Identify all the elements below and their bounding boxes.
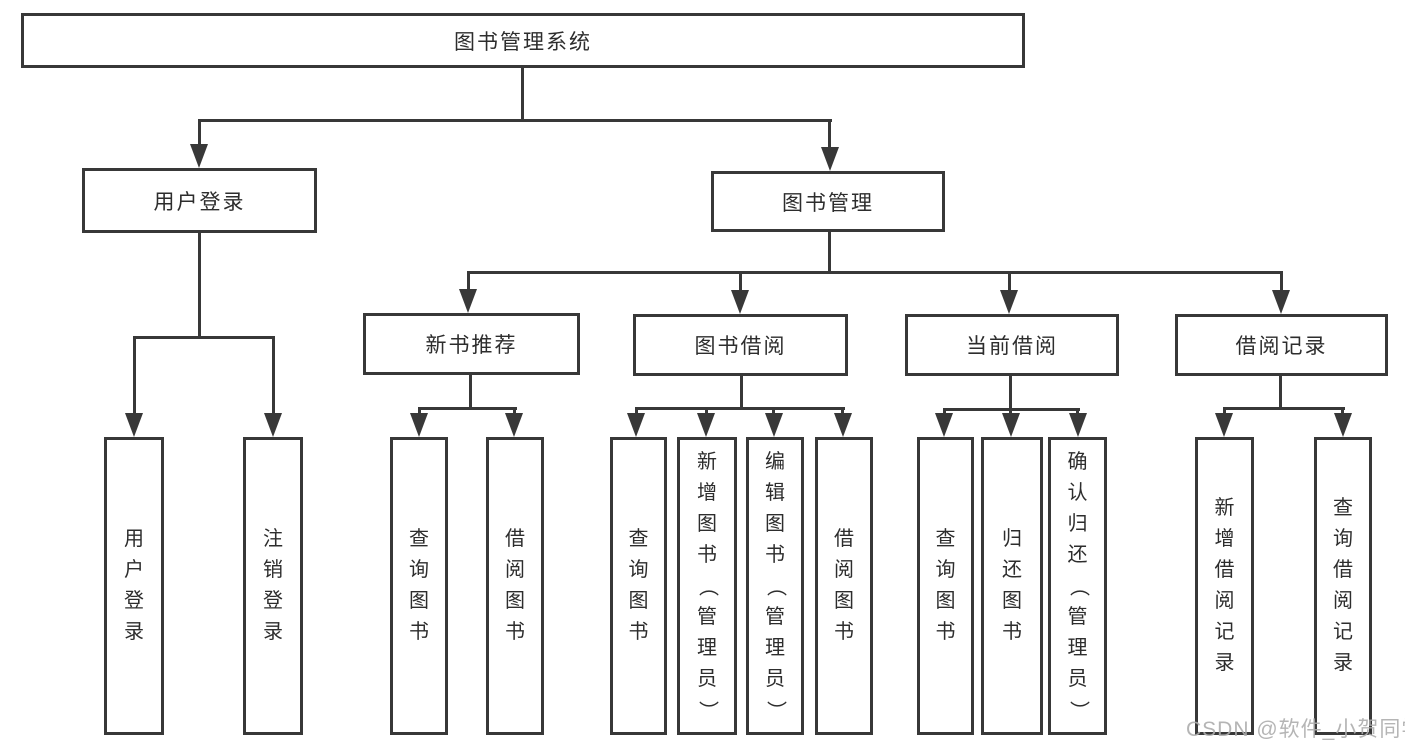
leaf-logout-label: 注销登录 xyxy=(263,528,283,643)
arrowhead-icon xyxy=(190,144,208,168)
node-new-book-recommend-label: 新书推荐 xyxy=(425,334,518,357)
leaf-borrow-books-borrow: 借阅图书 xyxy=(815,437,873,735)
node-new-book-recommend: 新书推荐 xyxy=(363,313,580,375)
connector xyxy=(467,271,470,291)
arrowhead-icon xyxy=(1272,290,1290,314)
connector xyxy=(133,336,136,416)
leaf-query-books-current: 查询图书 xyxy=(917,437,974,735)
arrowhead-icon xyxy=(410,413,428,437)
connector xyxy=(1223,407,1345,410)
leaf-query-books-borrow-label: 查询图书 xyxy=(628,528,649,643)
leaf-add-book-admin: 新增图书（管理员） xyxy=(677,437,737,735)
node-borrow-records-label: 借阅记录 xyxy=(1235,335,1328,358)
connector xyxy=(943,408,946,417)
node-root: 图书管理系统 xyxy=(21,13,1025,68)
node-borrow-records: 借阅记录 xyxy=(1175,314,1388,376)
connector xyxy=(635,407,845,410)
arrowhead-icon xyxy=(1000,290,1018,314)
leaf-borrow-books-recommend: 借阅图书 xyxy=(486,437,544,735)
leaf-edit-book-admin-label: 编辑图书（管理员） xyxy=(764,450,787,721)
leaf-user-login: 用户登录 xyxy=(104,437,164,735)
leaf-add-book-admin-label: 新增图书（管理员） xyxy=(696,450,719,721)
watermark: CSDN @软件_小贺同学 xyxy=(1186,718,1405,741)
node-current-borrow: 当前借阅 xyxy=(905,314,1119,376)
arrowhead-icon xyxy=(459,289,477,313)
leaf-confirm-return-admin-label: 确认归还（管理员） xyxy=(1067,450,1089,721)
node-user-login-label: 用户登录 xyxy=(153,190,246,214)
connector xyxy=(828,232,831,274)
arrowhead-icon xyxy=(935,413,953,437)
connector xyxy=(1076,408,1079,417)
node-book-management-label: 图书管理 xyxy=(782,191,874,215)
leaf-query-books-borrow: 查询图书 xyxy=(610,437,667,735)
connector xyxy=(740,376,743,410)
arrowhead-icon xyxy=(1334,413,1352,437)
connector xyxy=(635,407,638,417)
leaf-return-books-label: 归还图书 xyxy=(1002,528,1022,643)
leaf-query-books-recommend-label: 查询图书 xyxy=(409,528,429,643)
arrowhead-icon xyxy=(731,290,749,314)
leaf-borrow-books-recommend-label: 借阅图书 xyxy=(505,528,525,643)
leaf-logout: 注销登录 xyxy=(243,437,303,735)
node-book-borrow-label: 图书借阅 xyxy=(694,335,787,358)
connector xyxy=(705,407,708,417)
leaf-borrow-books-borrow-label: 借阅图书 xyxy=(834,528,854,643)
arrowhead-icon xyxy=(1069,413,1087,437)
node-current-borrow-label: 当前借阅 xyxy=(966,335,1058,358)
leaf-query-books-recommend: 查询图书 xyxy=(390,437,448,735)
connector xyxy=(841,407,844,417)
connector xyxy=(1223,407,1226,417)
leaf-query-borrow-record: 查询借阅记录 xyxy=(1314,437,1372,735)
arrowhead-icon xyxy=(505,413,523,437)
leaf-confirm-return-admin: 确认归还（管理员） xyxy=(1048,437,1107,735)
connector xyxy=(133,336,275,339)
node-book-borrow: 图书借阅 xyxy=(633,314,848,376)
connector xyxy=(198,119,832,122)
arrowhead-icon xyxy=(627,413,645,437)
connector xyxy=(198,119,201,147)
connector xyxy=(828,119,831,149)
arrowhead-icon xyxy=(125,413,143,437)
connector xyxy=(1341,407,1344,417)
leaf-edit-book-admin: 编辑图书（管理员） xyxy=(746,437,804,735)
leaf-query-borrow-record-label: 查询借阅记录 xyxy=(1333,497,1353,674)
connector xyxy=(467,271,1283,274)
arrowhead-icon xyxy=(264,413,282,437)
node-user-login: 用户登录 xyxy=(82,168,317,233)
connector xyxy=(418,407,421,417)
connector xyxy=(739,271,742,292)
arrowhead-icon xyxy=(765,413,783,437)
arrowhead-icon xyxy=(697,413,715,437)
connector xyxy=(1009,408,1012,417)
connector xyxy=(198,233,201,339)
arrowhead-icon xyxy=(1215,413,1233,437)
connector xyxy=(469,375,472,410)
connector xyxy=(513,407,516,417)
connector xyxy=(772,407,775,417)
connector xyxy=(521,68,524,119)
connector xyxy=(1008,271,1011,292)
connector xyxy=(418,407,517,410)
leaf-add-borrow-record: 新增借阅记录 xyxy=(1195,437,1254,735)
node-root-label: 图书管理系统 xyxy=(454,30,592,54)
arrowhead-icon xyxy=(1002,413,1020,437)
connector xyxy=(1009,376,1012,411)
connector xyxy=(1280,271,1283,292)
connector xyxy=(272,336,275,416)
connector xyxy=(1279,376,1282,410)
leaf-return-books: 归还图书 xyxy=(981,437,1043,735)
arrowhead-icon xyxy=(834,413,852,437)
leaf-user-login-label: 用户登录 xyxy=(124,528,144,643)
node-book-management: 图书管理 xyxy=(711,171,945,232)
arrowhead-icon xyxy=(821,147,839,171)
leaf-query-books-current-label: 查询图书 xyxy=(935,528,956,643)
leaf-add-borrow-record-label: 新增借阅记录 xyxy=(1214,497,1235,674)
